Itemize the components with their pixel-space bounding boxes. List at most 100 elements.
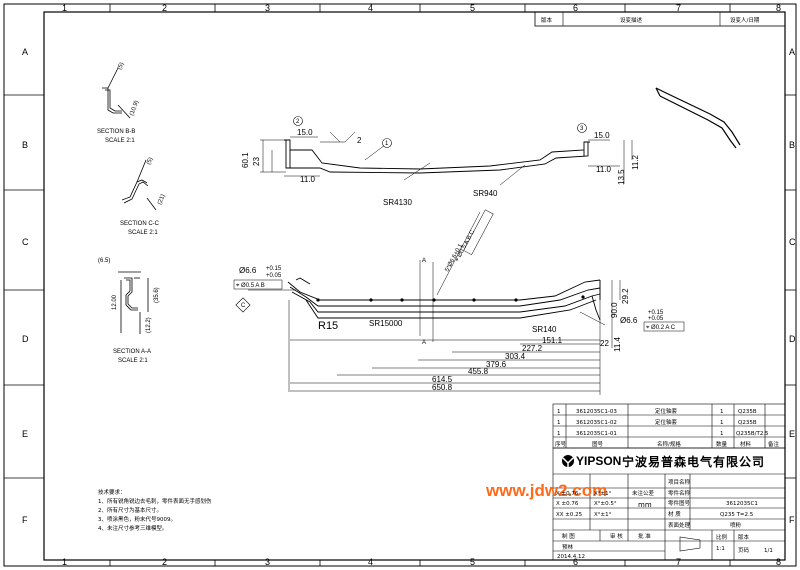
yipson-logo bbox=[562, 455, 574, 467]
zone-col: 8 bbox=[776, 557, 781, 567]
bom-cell: Q235B bbox=[738, 420, 757, 426]
revision-table: 版本 设变描述 设变人/日期 bbox=[534, 11, 786, 27]
bom-cell: 1 bbox=[557, 409, 561, 415]
zone-ticks bbox=[4, 4, 796, 566]
bom-cell: 1 bbox=[720, 409, 724, 415]
top-view-dims bbox=[248, 211, 621, 395]
svg-text:喷粉: 喷粉 bbox=[730, 521, 742, 529]
zone-col: 8 bbox=[776, 3, 781, 13]
bom-cell: 1 bbox=[720, 431, 724, 437]
bom-header: 名称/规格 bbox=[657, 440, 681, 448]
title-block-text: 项目名称 零件名称 零件图号 3612035C1 材 质 Q235 T=2.5 … bbox=[556, 478, 773, 560]
zone-row: B bbox=[789, 140, 795, 150]
fcf-right: ⌖ Ø0.2 A C bbox=[646, 325, 676, 331]
svg-text:页码: 页码 bbox=[738, 546, 750, 554]
top-view-holes bbox=[316, 295, 585, 302]
zone-col: 3 bbox=[265, 3, 270, 13]
bom-cell: 1 bbox=[557, 420, 561, 426]
zone-col: 4 bbox=[368, 3, 373, 13]
bom-header: 备注 bbox=[768, 440, 780, 448]
zone-col: 6 bbox=[573, 3, 578, 13]
svg-text:X°±1°: X°±1° bbox=[594, 512, 612, 518]
zone-col: 4 bbox=[368, 557, 373, 567]
side-view-part bbox=[284, 139, 590, 174]
bom-cell: 3612035C1-03 bbox=[576, 409, 617, 415]
outer-border bbox=[3, 3, 797, 567]
zone-col: 1 bbox=[62, 557, 67, 567]
datum-c: C bbox=[241, 303, 246, 309]
fcf-mid-frame bbox=[463, 209, 494, 255]
dim-x: 650.8 bbox=[432, 383, 453, 392]
balloon-3 bbox=[577, 123, 587, 133]
fcf-left-frame bbox=[233, 279, 283, 290]
svg-text:X°±1°: X°±1° bbox=[594, 491, 612, 497]
dim-x: 227.2 bbox=[522, 344, 543, 353]
svg-text:项目名称: 项目名称 bbox=[668, 478, 691, 486]
svg-text:零件名称: 零件名称 bbox=[668, 489, 691, 497]
cc-title: SECTION C-C bbox=[120, 221, 160, 227]
bom-rows: 1 3612035C1-03 定位轴套 1 Q235B 1 3612035C1-… bbox=[555, 407, 780, 448]
aa-dim-12: 12.00 bbox=[112, 294, 118, 310]
zone-row: F bbox=[789, 515, 795, 525]
note-item: 2、所有尺寸为基本尺寸。 bbox=[98, 506, 162, 514]
svg-text:1/1: 1/1 bbox=[764, 548, 773, 554]
svg-text:Q235 T=2.5: Q235 T=2.5 bbox=[720, 512, 754, 518]
dim-x: 303.4 bbox=[505, 352, 526, 361]
dim-x: 379.6 bbox=[486, 360, 507, 369]
label-sr140: SR140 bbox=[532, 325, 557, 334]
note-item: 3、喷涂黑色，粉末代号9009。 bbox=[98, 515, 176, 523]
label-2: 2 bbox=[357, 136, 362, 145]
zone-col: 7 bbox=[676, 3, 681, 13]
bb-title: SECTION B-B bbox=[97, 129, 135, 135]
bom-cell: 1 bbox=[557, 431, 561, 437]
note-item: 1、所有锐角锐边去毛刺，零件表面无手感划伤 bbox=[98, 497, 212, 505]
svg-text:1:1: 1:1 bbox=[716, 546, 725, 552]
hole-left-tol-dn: +0.05 bbox=[266, 273, 282, 279]
iso-view-part bbox=[655, 87, 741, 149]
dim-x: 614.5 bbox=[432, 375, 453, 384]
label-sr940: SR940 bbox=[473, 189, 498, 198]
label-sr4130: SR4130 bbox=[383, 198, 412, 207]
svg-text:2: 2 bbox=[296, 119, 300, 125]
side-view-balloons: 2 1 3 bbox=[293, 116, 587, 148]
svg-text:2014.4.12: 2014.4.12 bbox=[557, 554, 585, 560]
hole-right-tol-dn: +0.05 bbox=[648, 316, 664, 322]
dim-15-right: 15.0 bbox=[594, 131, 610, 140]
bom-cell: 3612035C1-02 bbox=[576, 420, 617, 426]
bom-cell: 1 bbox=[720, 420, 724, 426]
dim-90: 90.0 bbox=[610, 302, 619, 318]
zone-row-labels: A B C D E F A B C D E F bbox=[22, 47, 796, 525]
svg-text:表面处理: 表面处理 bbox=[668, 521, 691, 529]
bom-cell: Q235B bbox=[738, 409, 757, 415]
zone-col: 1 bbox=[62, 3, 67, 13]
dim-x: 151.1 bbox=[542, 336, 563, 345]
tech-notes: 技术要求： 1、所有锐角锐边去毛刺，零件表面无手感划伤 2、所有尺寸为基本尺寸。… bbox=[98, 488, 212, 532]
svg-text:3: 3 bbox=[580, 126, 584, 132]
dim-13-5: 13.5 bbox=[617, 169, 626, 185]
projection-symbol bbox=[679, 536, 701, 552]
hole-left: Ø6.6 bbox=[239, 266, 257, 275]
bom-header: 序号 bbox=[555, 440, 567, 448]
svg-text:材 质: 材 质 bbox=[668, 510, 681, 518]
bb-dim-5: (5) bbox=[117, 62, 125, 71]
rev-col-person: 设变人/日期 bbox=[730, 16, 760, 24]
svg-text:1: 1 bbox=[385, 141, 389, 147]
inner-border bbox=[43, 11, 786, 561]
svg-text:制 图: 制 图 bbox=[562, 532, 575, 540]
cc-scale: SCALE 2:1 bbox=[128, 230, 158, 236]
svg-text:未注公差: 未注公差 bbox=[632, 489, 655, 497]
title-block bbox=[552, 447, 786, 561]
section-a-top: A bbox=[422, 258, 426, 264]
zone-row: F bbox=[22, 515, 28, 525]
zone-col: 6 bbox=[573, 557, 578, 567]
cc-dim-5: (5) bbox=[146, 157, 154, 166]
dim-11-right: 11.0 bbox=[596, 165, 612, 174]
aa-dim-12-2: (12.2) bbox=[146, 317, 152, 333]
aa-dim-35-6: (35.6) bbox=[154, 287, 160, 303]
bom-header: 数量 bbox=[716, 440, 728, 448]
svg-text:预林: 预林 bbox=[562, 543, 574, 551]
zone-col: 7 bbox=[676, 557, 681, 567]
zone-col: 3 bbox=[265, 557, 270, 567]
bom-cell: 定位轴套 bbox=[655, 407, 678, 415]
logo-text: YIPSON bbox=[576, 454, 621, 468]
